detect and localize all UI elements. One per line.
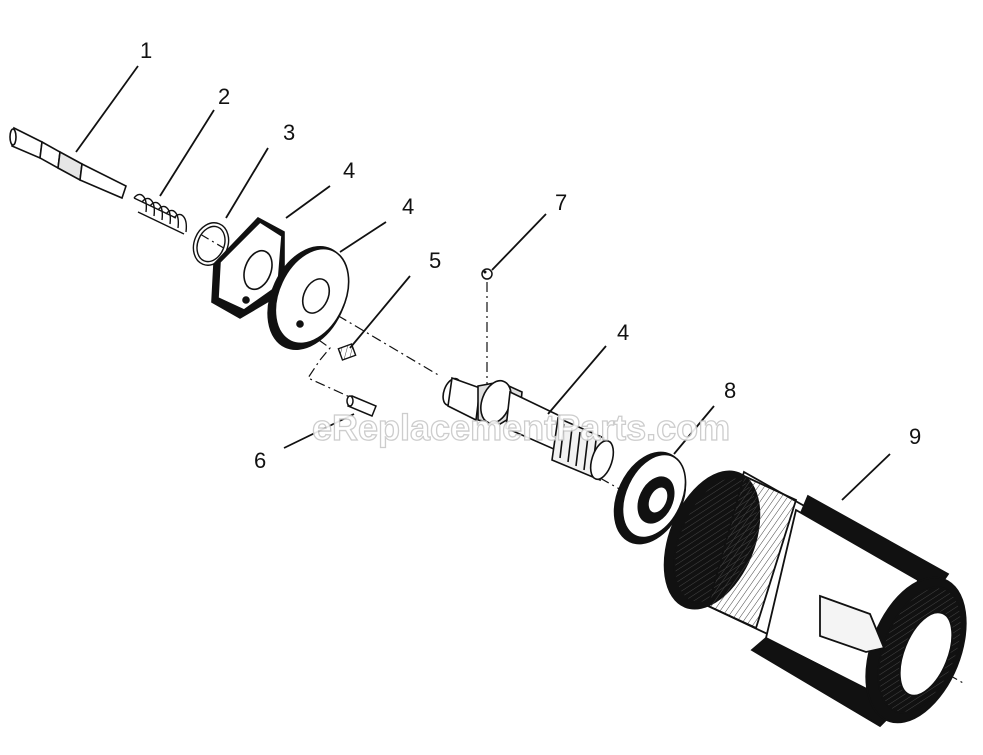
callout-4-block: 4 xyxy=(343,158,355,183)
callout-4-shaft: 4 xyxy=(617,320,629,345)
leader-lines xyxy=(75,65,891,501)
part-4-shaft xyxy=(442,376,615,482)
callout-2: 2 xyxy=(218,84,230,109)
part-9-housing xyxy=(663,470,967,728)
callout-4-flange: 4 xyxy=(402,194,414,219)
watermark: eReplacementParts.com xyxy=(312,407,730,448)
part-8-bearing xyxy=(613,451,687,545)
callout-3: 3 xyxy=(283,120,295,145)
part-1-pin xyxy=(9,126,127,200)
part-5-set-screw xyxy=(337,343,357,361)
part-7-ball xyxy=(481,268,493,280)
part-4-flange xyxy=(267,245,350,351)
part-3-retaining-ring xyxy=(192,222,230,266)
callout-1: 1 xyxy=(140,38,152,63)
callout-labels: 1 2 3 4 4 5 7 4 6 8 9 xyxy=(140,38,921,473)
part-2-spring xyxy=(133,193,188,235)
callout-9: 9 xyxy=(909,424,921,449)
part-6-dowel-pin xyxy=(346,395,377,417)
callout-7: 7 xyxy=(555,190,567,215)
callout-8: 8 xyxy=(724,378,736,403)
part-4-block xyxy=(211,217,285,319)
callout-6: 6 xyxy=(254,448,266,473)
callout-5: 5 xyxy=(429,248,441,273)
